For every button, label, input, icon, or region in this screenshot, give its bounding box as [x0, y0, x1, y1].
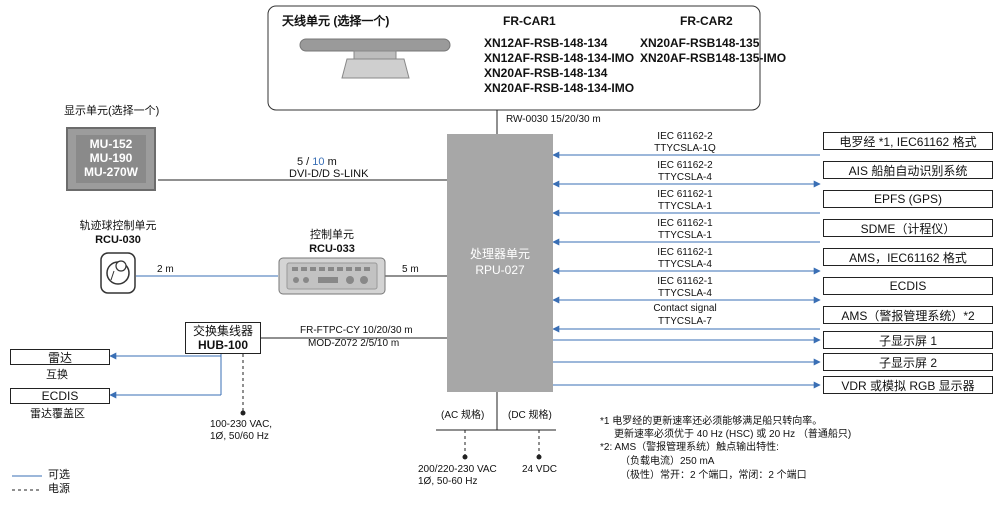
trackball-cable-label: 2 m [157, 264, 174, 275]
car2-model: XN20AF-RSB148-135 [640, 36, 760, 50]
device-box-sub-display-2: 子显示屏 2 [823, 353, 993, 371]
car2-heading: FR-CAR2 [680, 14, 733, 28]
display-model: MU-152 [89, 137, 133, 152]
note-line: （负载电流）250 mA [620, 456, 715, 467]
control-unit-title: 控制单元 [310, 229, 354, 241]
hub-cable-label-1: FR-FTPC-CY 10/20/30 m [300, 325, 413, 336]
car1-model: XN12AF-RSB-148-134-IMO [484, 51, 635, 65]
antenna-unit-box [267, 5, 761, 111]
hub-cable-label-2: MOD-Z072 2/5/10 m [308, 338, 400, 349]
car1-heading: FR-CAR1 [503, 14, 556, 28]
device-box-ecdis: ECDIS [823, 277, 993, 295]
port-cable-label: TTYCSLA-7 [658, 316, 712, 327]
processor-title: 处理器单元 [469, 247, 530, 262]
hub-title: 交换集线器 [192, 323, 253, 338]
control-unit-model: RCU-033 [309, 243, 355, 255]
car2-model-list: XN20AF-RSB148-135 XN20AF-RSB148-135-IMO [640, 36, 786, 66]
device-box-gyro: 电罗经 *1, IEC61162 格式 [823, 132, 993, 150]
antenna-cable-label: RW-0030 15/20/30 m [506, 114, 601, 125]
processor-unit: 处理器单元 RPU-027 [447, 134, 553, 392]
trackball-model: RCU-030 [95, 234, 141, 246]
port-cable-label: IEC 61162-2 [657, 131, 713, 142]
device-box-ams: AMS，IEC61162 格式 [823, 248, 993, 266]
radar-box: 雷达 [10, 349, 110, 365]
ac-power-spec-1: 200/220-230 VAC [418, 464, 497, 475]
port-cable-label: Contact signal [653, 303, 717, 314]
port-cable-label: IEC 61162-2 [657, 160, 713, 171]
ecdis-left-box: ECDIS [10, 388, 110, 404]
port-cable-label: IEC 61162-1 [657, 247, 713, 258]
control-cable-label: 5 m [402, 264, 419, 275]
hub-box: 交换集线器 HUB-100 [185, 322, 261, 354]
port-cable-label: IEC 61162-1 [657, 218, 713, 229]
device-box-ais: AIS 船舶自动识别系统 [823, 161, 993, 179]
device-box-sdme: SDME（计程仪） [823, 219, 993, 237]
dc-power-spec: 24 VDC [522, 464, 558, 475]
port-cable-label: IEC 61162-1 [657, 189, 713, 200]
hub-power-spec-2: 1Ø, 50/60 Hz [210, 431, 269, 442]
device-box-ams-alarm: AMS（警报管理系统）*2 [823, 306, 993, 324]
antenna-picture [299, 38, 451, 79]
display-unit-title: 显示单元(选择一个) [64, 105, 160, 117]
dc-spec-label: (DC 规格) [508, 410, 552, 421]
port-cable-label: TTYCSLA-4 [658, 172, 712, 183]
hub-model: HUB-100 [197, 338, 248, 352]
display-unit-monitor: MU-152 MU-190 MU-270W [66, 127, 156, 191]
car1-model: XN20AF-RSB-148-134 [484, 66, 608, 80]
display-cable-type: DVI-D/D S-LINK [289, 168, 369, 180]
port-cable-label: TTYCSLA-4 [658, 288, 712, 299]
display-model: MU-270W [83, 164, 138, 179]
ac-spec-label: (AC 规格) [441, 410, 485, 421]
port-cable-label: TTYCSLA-1Q [654, 143, 716, 154]
legend-power-label: 电源 [48, 483, 70, 495]
note-line: 更新速率必须优于 40 Hz (HSC) 或 20 Hz （普通船只) [614, 429, 852, 440]
device-box-vdr: VDR 或模拟 RGB 显示器 [823, 376, 993, 394]
radar-caption: 互换 [46, 369, 68, 381]
display-model: MU-190 [89, 151, 133, 166]
trackball-device [100, 252, 136, 294]
device-box-epfs: EPFS (GPS) [823, 190, 993, 208]
car2-model: XN20AF-RSB148-135-IMO [640, 51, 787, 65]
control-unit-device [278, 257, 386, 295]
note-line: *1 电罗经的更新速率还必须能够满足船只转向率。 [600, 416, 823, 427]
antenna-unit-title: 天线单元 (选择一个) [282, 14, 390, 28]
display-cable-length: 5 / 10 m [297, 156, 337, 168]
ac-power-spec-2: 1Ø, 50-60 Hz [418, 476, 478, 487]
note-line: *2: AMS（警报管理系统）触点输出特性: [600, 442, 779, 453]
legend-optional-label: 可选 [48, 469, 70, 481]
device-box-sub-display-1: 子显示屏 1 [823, 331, 993, 349]
car1-model-list: XN12AF-RSB-148-134 XN12AF-RSB-148-134-IM… [484, 36, 634, 96]
trackball-title: 轨迹球控制单元 [79, 220, 157, 232]
car1-model: XN20AF-RSB-148-134-IMO [484, 81, 635, 95]
port-cable-label: IEC 61162-1 [657, 276, 713, 287]
ecdis-caption: 雷达覆盖区 [30, 408, 85, 420]
hub-power-spec-1: 100-230 VAC, [210, 419, 273, 430]
note-line: （极性）常开：2 个端口，常闭：2 个端口 [620, 470, 807, 481]
port-cable-label: TTYCSLA-4 [658, 259, 712, 270]
car1-model: XN12AF-RSB-148-134 [484, 36, 608, 50]
port-cable-label: TTYCSLA-1 [658, 201, 712, 212]
processor-model: RPU-027 [475, 263, 525, 277]
port-cable-label: TTYCSLA-1 [658, 230, 712, 241]
